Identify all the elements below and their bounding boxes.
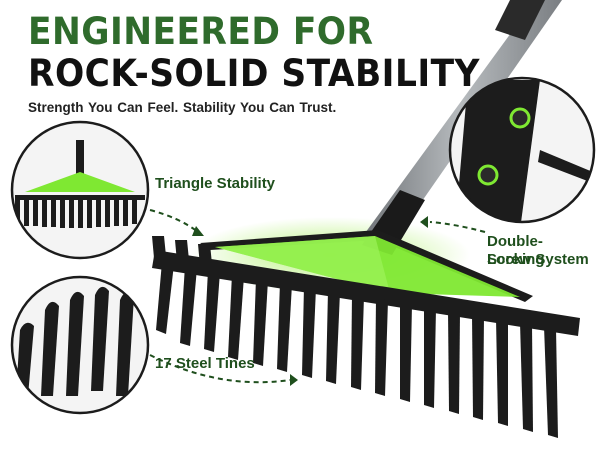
triangle-brace bbox=[200, 230, 533, 302]
inset-tines-closeup bbox=[10, 275, 150, 415]
arrow-tines bbox=[149, 354, 291, 384]
callout-triangle-stability: Triangle Stability bbox=[155, 175, 276, 192]
inset-triangle-closeup bbox=[10, 120, 150, 260]
arrow-screw bbox=[429, 221, 486, 233]
callout-steel-tines: 17 Steel Tines bbox=[155, 355, 255, 372]
tagline: Strength You Can Feel. Stability You Can… bbox=[28, 100, 337, 115]
headline-line1: ENGINEERED FOR bbox=[28, 10, 374, 53]
arrow-triangle bbox=[149, 209, 199, 233]
inset-screw-closeup bbox=[448, 76, 596, 224]
rake-tines bbox=[156, 262, 558, 438]
headline-line2: ROCK-SOLID STABILITY bbox=[28, 52, 480, 95]
arrow-heads bbox=[192, 216, 428, 386]
callout-screw-line1: Double-Locking bbox=[487, 233, 545, 268]
tine-tops bbox=[152, 236, 212, 266]
callout-screw-line2: Screw System bbox=[487, 251, 589, 268]
